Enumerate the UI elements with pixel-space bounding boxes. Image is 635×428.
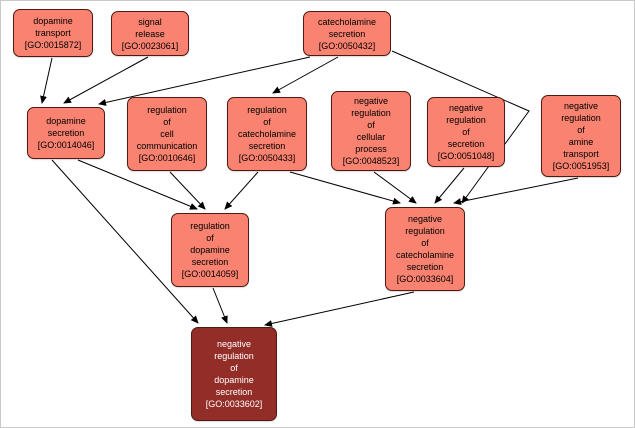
term-label-line: transport xyxy=(35,28,71,38)
term-label-line: dopamine xyxy=(190,245,230,255)
term-label-line: regulation xyxy=(351,108,391,118)
go-id-label: [GO:0050432] xyxy=(318,40,376,51)
term-label-line: of xyxy=(421,238,429,248)
term-label-line: negative xyxy=(407,214,443,224)
term-label-line: of xyxy=(367,120,375,130)
term-label-line: catecholamine xyxy=(237,129,297,139)
term-label-line: secretion xyxy=(248,141,286,151)
go-id-label: [GO:0048523] xyxy=(342,156,400,166)
term-label-line: dopamine xyxy=(33,16,73,26)
go-node-negative-regulation-of-catecholamine-secretion[interactable]: negative regulation of catecholamine secreti… xyxy=(385,207,465,291)
go-node-negative-regulation-of-dopamine-secretion[interactable]: negative regulation of dopamine secretion [GO… xyxy=(191,327,277,421)
term-label-line: regulation xyxy=(561,113,601,123)
go-node-negative-regulation-of-cellular-process[interactable]: negative regulation of cellular process [GO:0… xyxy=(331,91,411,171)
term-label-line: negative xyxy=(563,101,599,111)
go-node-dopamine-secretion[interactable]: dopamine secretion [GO:0014046] xyxy=(27,107,105,159)
term-label-line: dopamine xyxy=(46,116,86,126)
term-label-line: transport xyxy=(563,149,599,159)
go-id-label: [GO:0014046] xyxy=(37,140,95,150)
edge-regulation-of-cell-communication-to-regulation-of-dopamine-secretion xyxy=(169,171,206,210)
term-label-line: of xyxy=(163,117,171,127)
go-id-label: [GO:0033604] xyxy=(396,274,454,284)
term-label-line: dopamine xyxy=(214,375,254,385)
go-node-dopamine-transport[interactable]: dopamine transport [GO:0015872] xyxy=(13,9,93,57)
edge-regulation-of-catecholamine-secretion-to-regulation-of-dopamine-secretion xyxy=(224,171,259,210)
term-label-line: secretion xyxy=(328,28,366,39)
edge-regulation-of-dopamine-secretion-to-negative-regulation-of-dopamine-secretion xyxy=(212,287,228,324)
term-label-line: of xyxy=(263,117,271,127)
term-label-line: secretion xyxy=(215,387,253,397)
edge-negative-regulation-of-cellular-process-to-negative-regulation-of-catecholamine-secretion xyxy=(373,171,417,204)
edge-negative-regulation-of-amine-transport-to-negative-regulation-of-catecholamine-secretion xyxy=(453,177,579,206)
go-id-label: [GO:0010646] xyxy=(138,153,196,163)
term-label-line: amine xyxy=(568,137,594,147)
edge-catecholamine-secretion-to-negative-regulation-of-catecholamine-secretion xyxy=(391,50,530,204)
go-id-label: [GO:0014059] xyxy=(181,269,239,279)
term-label-line: catecholamine xyxy=(395,250,455,260)
term-label-line: regulation xyxy=(214,351,254,361)
edge-catecholamine-secretion-to-regulation-of-catecholamine-secretion xyxy=(272,56,339,94)
go-id-label: [GO:0051048] xyxy=(437,151,495,161)
term-label-line: cellular xyxy=(356,132,386,142)
term-label-line: negative xyxy=(216,339,252,349)
term-label-line: cell xyxy=(160,129,174,139)
go-id-label: [GO:0015872] xyxy=(24,40,82,50)
term-label-line: of xyxy=(577,125,585,135)
go-id-label: [GO:0023061] xyxy=(121,40,179,51)
term-label-line: regulation xyxy=(446,115,486,125)
term-label-line: communication xyxy=(136,141,198,151)
term-label-line: negative xyxy=(353,96,389,106)
go-id-label: [GO:0051953] xyxy=(552,161,610,171)
edge-dopamine-secretion-to-regulation-of-dopamine-secretion xyxy=(77,159,198,210)
term-label-line: secretion xyxy=(406,262,444,272)
term-label-line: of xyxy=(462,127,470,137)
go-node-negative-regulation-of-secretion[interactable]: negative regulation of secretion [GO:0051048… xyxy=(427,97,505,167)
term-label-line: of xyxy=(206,233,214,243)
edge-dopamine-transport-to-dopamine-secretion xyxy=(40,57,53,104)
term-label-line: secretion xyxy=(191,257,229,267)
term-label-line: process xyxy=(355,144,387,154)
go-node-negative-regulation-of-amine-transport[interactable]: negative regulation of amine transport [GO:00… xyxy=(541,95,621,177)
go-id-label: [GO:0033602] xyxy=(205,399,263,409)
term-label-line: negative xyxy=(448,103,484,113)
term-label-line: regulation xyxy=(190,221,230,231)
edge-catecholamine-secretion-to-dopamine-secretion xyxy=(98,56,311,106)
edge-negative-regulation-of-catecholamine-secretion-to-negative-regulation-of-dopamine-secretion xyxy=(264,291,415,327)
edge-negative-regulation-of-secretion-to-negative-regulation-of-catecholamine-secretion xyxy=(434,167,465,204)
edges-group xyxy=(40,50,579,327)
go-node-regulation-of-catecholamine-secretion[interactable]: regulation of catecholamine secretion [GO:00… xyxy=(227,97,307,171)
go-id-label: [GO:0050433] xyxy=(238,153,296,163)
edge-dopamine-secretion-to-negative-regulation-of-dopamine-secretion xyxy=(51,159,199,324)
edge-regulation-of-catecholamine-secretion-to-negative-regulation-of-catecholamine-secretion xyxy=(289,171,401,205)
term-label-line: regulation xyxy=(147,105,187,115)
term-label-line: regulation xyxy=(405,226,445,236)
edge-signal-release-to-dopamine-secretion xyxy=(63,56,149,104)
go-node-regulation-of-cell-communication[interactable]: regulation of cell communication [GO:0010646… xyxy=(127,97,207,171)
term-label-line: of xyxy=(230,363,238,373)
term-label-line: release xyxy=(135,28,165,39)
term-label-line: regulation xyxy=(247,105,287,115)
term-label-line: secretion xyxy=(447,139,485,149)
term-label-line: secretion xyxy=(47,128,85,138)
go-node-regulation-of-dopamine-secretion[interactable]: regulation of dopamine secretion [GO:0014059… xyxy=(171,213,249,287)
term-label-line: catecholamine xyxy=(317,16,377,27)
term-label-line: signal xyxy=(138,16,162,27)
